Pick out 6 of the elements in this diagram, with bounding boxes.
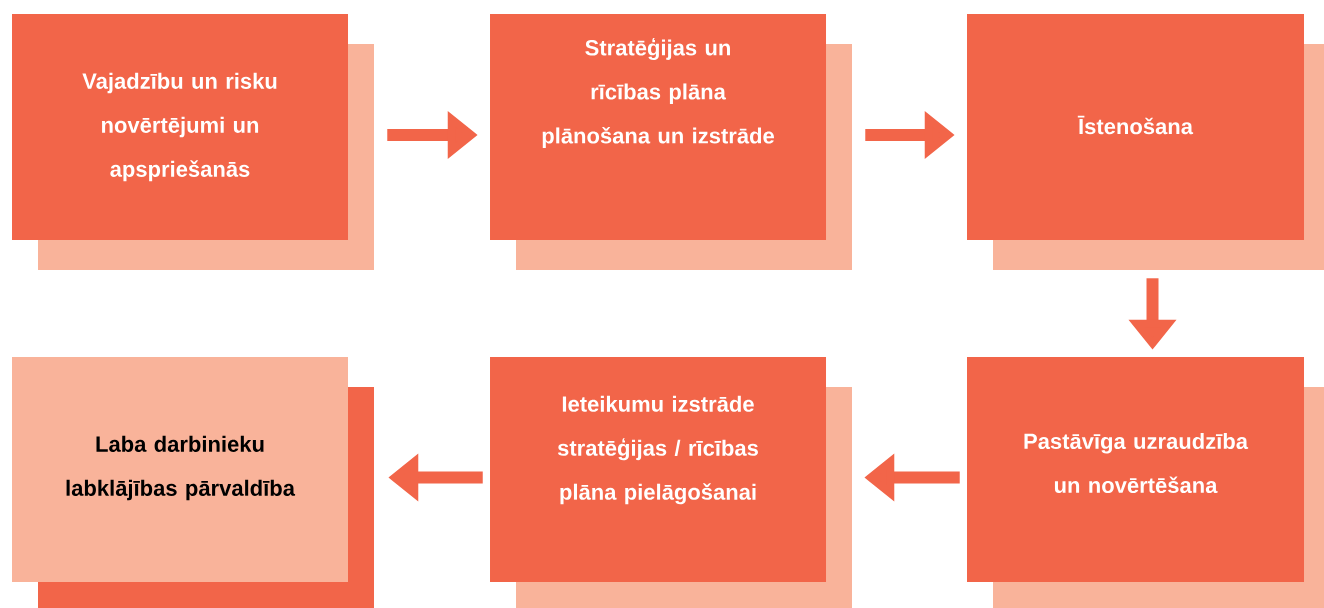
process-box: Ieteikumu izstrāde stratēģijas / rīcības plāna pielāgošanai — [490, 357, 852, 608]
process-box: Pastāvīga uzraudzība un novērtēšana — [967, 357, 1324, 608]
process-box: Laba darbinieku labklājības pārvaldība — [12, 357, 374, 608]
process-box: Īstenošana — [967, 14, 1324, 270]
process-box: Vajadzību un risku novērtējumi un apspriešanās — [12, 14, 374, 270]
process-box: Stratēģijas un rīcības plāna plānošana un izstrāde — [490, 14, 852, 270]
